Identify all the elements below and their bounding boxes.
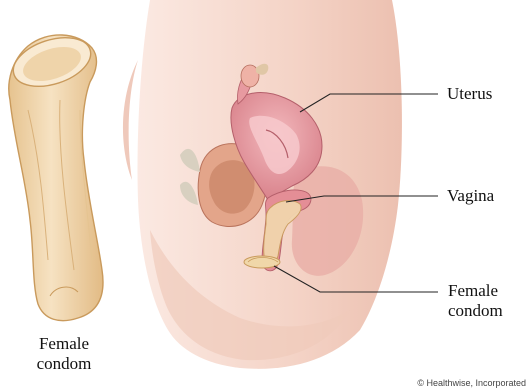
female-condom-label-left: Female condom bbox=[4, 334, 124, 374]
vagina-label: Vagina bbox=[447, 186, 494, 205]
female-condom-label-right-line1: Female bbox=[448, 281, 503, 301]
female-condom-label-left-line2: condom bbox=[4, 354, 124, 374]
female-condom-label-right-line2: condom bbox=[448, 301, 503, 321]
female-condom-label-left-line1: Female bbox=[4, 334, 124, 354]
copyright-credit: © Healthwise, Incorporated bbox=[417, 378, 526, 388]
uterus-label: Uterus bbox=[447, 84, 492, 103]
female-condom-label-right: Female condom bbox=[448, 281, 503, 321]
female-condom-illustration bbox=[7, 29, 103, 321]
